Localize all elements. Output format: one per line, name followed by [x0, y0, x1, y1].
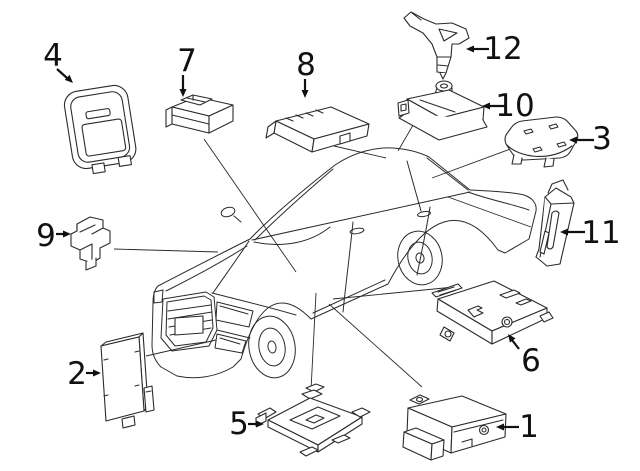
license-plate	[174, 315, 204, 336]
callout-11-label: 11	[581, 215, 620, 251]
callout-1-arrowhead	[496, 423, 504, 431]
callout-1[interactable]: 1	[496, 409, 539, 445]
callout-2-arrowhead	[93, 369, 101, 377]
callout-8-arrowhead	[301, 90, 309, 98]
callout-8[interactable]: 8	[296, 47, 316, 98]
callout-12-arrowhead	[466, 45, 474, 53]
part-6-module-drawing	[431, 280, 554, 345]
callout-11[interactable]: 11	[560, 215, 621, 251]
leader-line-7	[203, 138, 297, 273]
rear-wheel	[397, 230, 443, 286]
leader-line-2	[145, 339, 217, 357]
leader-line-6	[332, 286, 455, 300]
callout-6-arrow	[511, 339, 520, 350]
part-11-module-drawing	[535, 179, 575, 267]
part-8-module-drawing	[265, 106, 370, 153]
callout-6[interactable]: 6	[508, 334, 541, 379]
callout-10-arrowhead	[482, 102, 490, 110]
leader-line-3	[431, 147, 514, 179]
vehicle-illustration	[151, 147, 537, 379]
callout-3[interactable]: 3	[569, 121, 612, 157]
leader-line-1	[328, 303, 423, 388]
callout-5-arrowhead	[256, 420, 264, 428]
callout-4-label: 4	[43, 38, 63, 74]
callout-3-arrowhead	[569, 136, 577, 144]
callout-4-arrowhead	[64, 74, 73, 83]
callout-7-arrowhead	[179, 89, 187, 97]
leader-line-9	[113, 248, 219, 253]
callout-7-label: 7	[177, 43, 197, 79]
callout-2[interactable]: 2	[67, 356, 101, 392]
headlight	[153, 289, 254, 328]
callout-6-arrowhead	[508, 334, 516, 343]
part-3-module-drawing	[504, 116, 579, 168]
callout-9[interactable]: 9	[36, 218, 71, 254]
front-grille	[160, 291, 218, 352]
leader-line-8	[333, 145, 387, 159]
front-wheel	[248, 315, 296, 379]
callout-9-arrowhead	[63, 230, 71, 238]
callout-3-label: 3	[592, 121, 612, 157]
part-2-module-drawing	[100, 332, 155, 429]
callout-5[interactable]: 5	[229, 406, 264, 442]
part-7-module-drawing	[165, 94, 234, 134]
callout-2-label: 2	[67, 356, 87, 392]
callout-12[interactable]: 12	[466, 31, 523, 67]
fog-lamp	[214, 329, 251, 354]
callout-7[interactable]: 7	[177, 43, 197, 97]
callout-6-label: 6	[521, 343, 541, 379]
callout-5-label: 5	[229, 406, 249, 442]
callout-1-label: 1	[519, 409, 539, 445]
side-mirror	[220, 206, 242, 223]
part-10-module-drawing	[397, 80, 488, 141]
callout-9-label: 9	[36, 218, 56, 254]
callout-11-arrowhead	[560, 228, 568, 236]
callout-4-arrow	[56, 68, 68, 79]
callout-10[interactable]: 10	[482, 88, 535, 124]
part-9-module-drawing	[70, 216, 111, 271]
part-5-module-drawing	[255, 383, 371, 457]
part-12-bracket-drawing	[403, 11, 470, 80]
callout-4[interactable]: 4	[43, 38, 73, 83]
leader-lines	[113, 119, 532, 391]
leader-line-11	[447, 196, 532, 228]
leader-line-5	[310, 292, 317, 391]
callout-12-label: 12	[483, 31, 522, 67]
part-4-control-module-drawing	[63, 84, 137, 175]
part-1-module-drawing	[402, 394, 507, 461]
callout-8-label: 8	[296, 47, 316, 83]
